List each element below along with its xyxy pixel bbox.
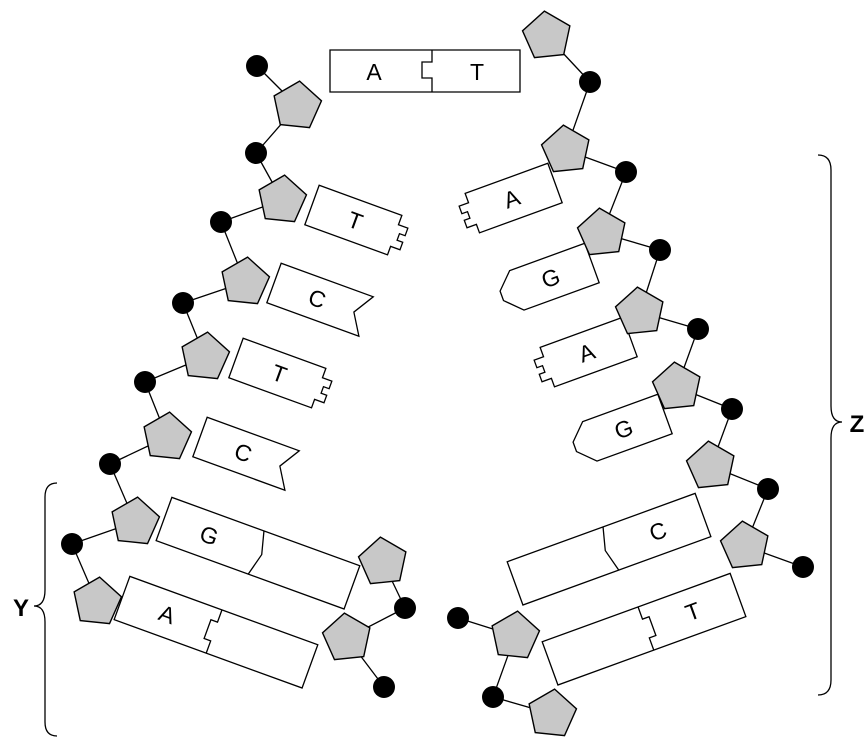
phosphate-dot bbox=[246, 55, 268, 77]
phosphate-dot bbox=[649, 239, 671, 261]
phosphate-dot bbox=[210, 211, 232, 233]
top-base-pair: A T bbox=[329, 49, 521, 93]
phosphate-dot bbox=[172, 292, 194, 314]
y-pair-2: A bbox=[113, 575, 319, 689]
phosphate-dot bbox=[245, 142, 267, 164]
phosphate-dot bbox=[482, 686, 504, 708]
phosphate-dot bbox=[687, 318, 709, 340]
right-base-1: A bbox=[458, 162, 564, 234]
top-pair-right-letter: T bbox=[470, 59, 484, 85]
left-base-2: C bbox=[265, 262, 375, 338]
sugar-pentagon bbox=[140, 408, 194, 461]
phosphate-dot bbox=[757, 478, 779, 500]
phosphate-dots bbox=[61, 55, 814, 708]
top-pair-outline bbox=[329, 49, 521, 93]
y-region-brace: Y bbox=[13, 482, 58, 737]
phosphate-dot bbox=[61, 533, 83, 555]
sugar-pentagon bbox=[356, 533, 410, 586]
sugar-pentagon bbox=[218, 253, 272, 306]
sugar-pentagon bbox=[525, 685, 579, 738]
phosphate-dot bbox=[792, 556, 814, 578]
phosphate-dot bbox=[447, 607, 469, 629]
sugar-pentagon bbox=[270, 77, 324, 130]
y-paired-bases: G A bbox=[113, 496, 361, 689]
z-pair-2: T bbox=[541, 572, 747, 686]
sugar-pentagon bbox=[718, 517, 772, 570]
right-unpaired-bases: A G A G bbox=[458, 162, 674, 462]
y-region-label: Y bbox=[13, 595, 29, 622]
sugar-pentagon bbox=[684, 437, 738, 490]
phosphate-dot bbox=[99, 453, 121, 475]
z-region-label: Z bbox=[850, 411, 865, 438]
phosphate-dot bbox=[134, 371, 156, 393]
sugar-pentagon bbox=[488, 607, 542, 660]
sugar-pentagon bbox=[178, 328, 232, 381]
phosphate-dot bbox=[721, 398, 743, 420]
right-base-2: G bbox=[499, 242, 601, 311]
left-base-3: T bbox=[227, 337, 333, 409]
phosphate-dot bbox=[373, 676, 395, 698]
y-pair-1: G bbox=[155, 496, 361, 610]
sugar-pentagon bbox=[108, 493, 162, 546]
sugar-pentagon bbox=[520, 7, 574, 60]
top-pair-left-letter: A bbox=[366, 59, 382, 85]
left-unpaired-bases: T C T C bbox=[191, 184, 409, 492]
sugar-pentagon bbox=[255, 171, 309, 224]
right-base-4: G bbox=[572, 393, 674, 462]
phosphate-dot bbox=[615, 161, 637, 183]
left-base-1: T bbox=[303, 184, 409, 256]
right-base-3: A bbox=[533, 316, 639, 388]
z-pair-1: C bbox=[506, 492, 712, 606]
phosphate-dot bbox=[394, 597, 416, 619]
left-base-4: C bbox=[191, 416, 301, 492]
z-paired-bases: C T bbox=[506, 492, 747, 686]
z-region-brace: Z bbox=[817, 154, 865, 696]
sugar-pentagon bbox=[320, 609, 374, 662]
phosphate-dot bbox=[579, 71, 601, 93]
